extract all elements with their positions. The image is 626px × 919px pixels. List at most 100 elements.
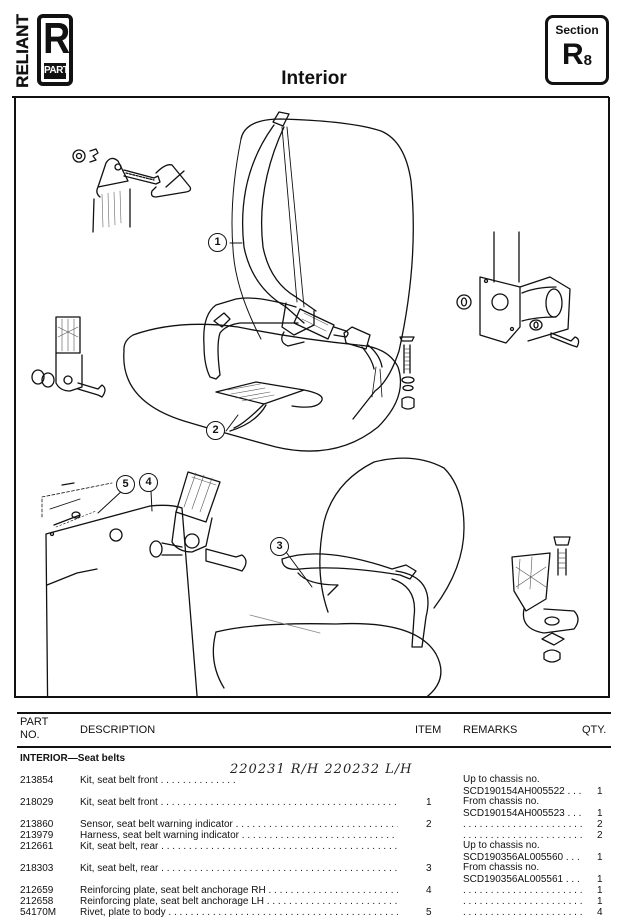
part-description-text: Rivet, plate to body bbox=[80, 907, 166, 918]
remarks-line-1: From chassis no. bbox=[463, 862, 540, 873]
buckle-stalk bbox=[31, 316, 106, 398]
col-part-no-line1: PART bbox=[20, 716, 49, 728]
section-label: Section bbox=[555, 23, 599, 37]
item-number: 4 bbox=[426, 885, 432, 896]
remarks-chassis-no: SCD190356AL005560 . . . . . bbox=[463, 852, 583, 864]
table-row-continuation: SCD190356AL005560 . . . . .1 bbox=[0, 852, 626, 864]
leader-dots: . . . . . bbox=[565, 852, 583, 863]
leader-dots: . . . . . . . . . . . . . . . . . . . . … bbox=[235, 819, 398, 830]
front-belt bbox=[203, 111, 383, 398]
part-description-text: Kit, seat belt, rear bbox=[80, 863, 159, 874]
part-description-text: Kit, seat belt front bbox=[80, 775, 158, 786]
remarks-line-1: From chassis no. bbox=[463, 796, 540, 807]
exploded-diagram: 1 2 3 4 5 bbox=[14, 97, 610, 698]
part-number: 218029 bbox=[20, 797, 54, 808]
floor-anchor bbox=[511, 536, 579, 663]
quantity: 2 bbox=[597, 819, 603, 830]
leader-dots: . . . . . . . . . . . . . . . . . . . . … bbox=[268, 885, 398, 896]
col-qty: QTY. bbox=[582, 724, 607, 736]
part-description-text: Reinforcing plate, seat belt anchorage R… bbox=[80, 885, 266, 896]
table-row: 212661 Kit, seat belt, rear . . . . . . .… bbox=[0, 840, 626, 853]
brand-letter: R bbox=[43, 14, 71, 63]
part-number: 218303 bbox=[20, 863, 54, 874]
part-description: Kit, seat belt front . . . . . . . . . .… bbox=[80, 797, 398, 809]
part-description: Rivet, plate to body . . . . . . . . . .… bbox=[80, 907, 398, 919]
page-title-text: Interior bbox=[281, 68, 347, 89]
part-description: Reinforcing plate, seat belt anchorage R… bbox=[80, 885, 398, 897]
page-title: Interior bbox=[0, 68, 626, 90]
part-number: 213979 bbox=[20, 830, 54, 841]
remarks-chassis-no: SCD190356AL005561 . . . . . bbox=[463, 874, 583, 886]
sensor-pad bbox=[215, 381, 323, 432]
section-letter: R bbox=[561, 38, 584, 71]
remarks-dots: . . . . . . . . . . . . . . . . . . . . … bbox=[463, 907, 583, 918]
item-number: 5 bbox=[426, 907, 432, 918]
item-number: 1 bbox=[426, 797, 432, 808]
part-number: 212658 bbox=[20, 896, 54, 907]
chassis-number: SCD190154AH005523 bbox=[463, 808, 565, 819]
remarks-chassis-no: SCD190154AH005522 . . . . . bbox=[463, 786, 583, 798]
table-row: 213854 Kit, seat belt front . . . . . . .… bbox=[0, 774, 626, 787]
table-row: 213860 Sensor, seat belt warning indicato… bbox=[0, 819, 626, 831]
leader-dots: . . . . . . . . . . . . . . . . . . . . … bbox=[161, 863, 398, 874]
callout-1: 1 bbox=[208, 233, 227, 252]
table-row: 218303 Kit, seat belt, rear . . . . . . .… bbox=[0, 862, 626, 875]
remarks-dots: . . . . . . . . . . . . . . . . . . . . … bbox=[463, 830, 583, 841]
remarks-dots: . . . . . . . . . . . . . . . . . . . . … bbox=[463, 885, 583, 896]
leader-dots: . . . . . . . . . . . . . . . . . . . . … bbox=[168, 907, 398, 918]
chassis-number: SCD190356AL005561 bbox=[463, 874, 564, 885]
leader-dots: . . . . . . . . . . . . . . . . . . . . … bbox=[160, 797, 398, 808]
remarks-dots: . . . . . . . . . . . . . . . . . . . . … bbox=[463, 819, 583, 830]
part-number: 54170M bbox=[20, 907, 57, 918]
callout-5: 5 bbox=[116, 475, 135, 494]
part-description: Kit, seat belt, rear . . . . . . . . . .… bbox=[80, 863, 398, 875]
part-number: 213860 bbox=[20, 819, 54, 830]
quantity: 1 bbox=[597, 874, 603, 885]
col-part-no: PART NO. bbox=[20, 716, 48, 742]
remarks-line-1: Up to chassis no. bbox=[463, 774, 540, 785]
part-number: 212659 bbox=[20, 885, 54, 896]
table-row: 212658 Reinforcing plate, seat belt ancho… bbox=[0, 896, 626, 908]
quantity: 2 bbox=[597, 830, 603, 841]
leader-dots: . . . . . . . . . . . . . . bbox=[157, 775, 236, 786]
part-number: 212661 bbox=[20, 841, 54, 852]
quantity: 1 bbox=[597, 896, 603, 907]
section-badge: Section R8 bbox=[545, 15, 609, 85]
part-description-text: Kit, seat belt, rear bbox=[80, 841, 159, 852]
leader-dots: . . . . . bbox=[567, 808, 583, 819]
table-row: 212659 Reinforcing plate, seat belt ancho… bbox=[0, 885, 626, 897]
leader-dots: . . . . . bbox=[567, 786, 583, 797]
front-seat bbox=[123, 118, 414, 452]
leader-dots: . . . . . . . . . . . . . . . . . . . . … bbox=[241, 830, 398, 841]
parts-table-header: PART NO. DESCRIPTION ITEM REMARKS QTY. bbox=[17, 712, 611, 748]
part-number: 213854 bbox=[20, 775, 54, 786]
header-rule bbox=[12, 96, 609, 98]
leader-dots: . . . . . . . . . . . . . . . . . . . . … bbox=[266, 896, 398, 907]
quantity: 1 bbox=[597, 885, 603, 896]
part-description-text: Reinforcing plate, seat belt anchorage L… bbox=[80, 896, 265, 907]
callout-leaders bbox=[97, 242, 313, 588]
col-remarks: REMARKS bbox=[463, 724, 518, 736]
col-description: DESCRIPTION bbox=[80, 724, 156, 736]
retractor-reel bbox=[456, 231, 580, 348]
part-description-text: Sensor, seat belt warning indicator bbox=[80, 819, 233, 830]
item-number: 2 bbox=[426, 819, 432, 830]
callout-2: 2 bbox=[206, 421, 225, 440]
group-title: INTERIOR—Seat belts bbox=[20, 753, 126, 764]
leader-dots: . . . . . . . . . . . . . . . . . . . . … bbox=[161, 841, 398, 852]
table-row-continuation: SCD190154AH005523 . . . . .1 bbox=[0, 808, 626, 820]
section-number: 8 bbox=[583, 52, 592, 69]
remarks-line-1: Up to chassis no. bbox=[463, 840, 540, 851]
remarks-dots: . . . . . . . . . . . . . . . . . . . . … bbox=[463, 896, 583, 907]
quantity: 4 bbox=[597, 907, 603, 918]
col-item: ITEM bbox=[415, 724, 442, 736]
chassis-number: SCD190356AL005560 bbox=[463, 852, 564, 863]
table-row-continuation: SCD190154AH005522 . . . . .1 bbox=[0, 786, 626, 798]
callout-4: 4 bbox=[139, 473, 158, 492]
section-code: R8 bbox=[548, 39, 606, 76]
anchor-bolt-set bbox=[399, 336, 415, 410]
table-row: 218029 Kit, seat belt front . . . . . . .… bbox=[0, 796, 626, 809]
part-description: Sensor, seat belt warning indicator . . … bbox=[80, 819, 398, 831]
reinforcing-plate bbox=[41, 482, 198, 698]
